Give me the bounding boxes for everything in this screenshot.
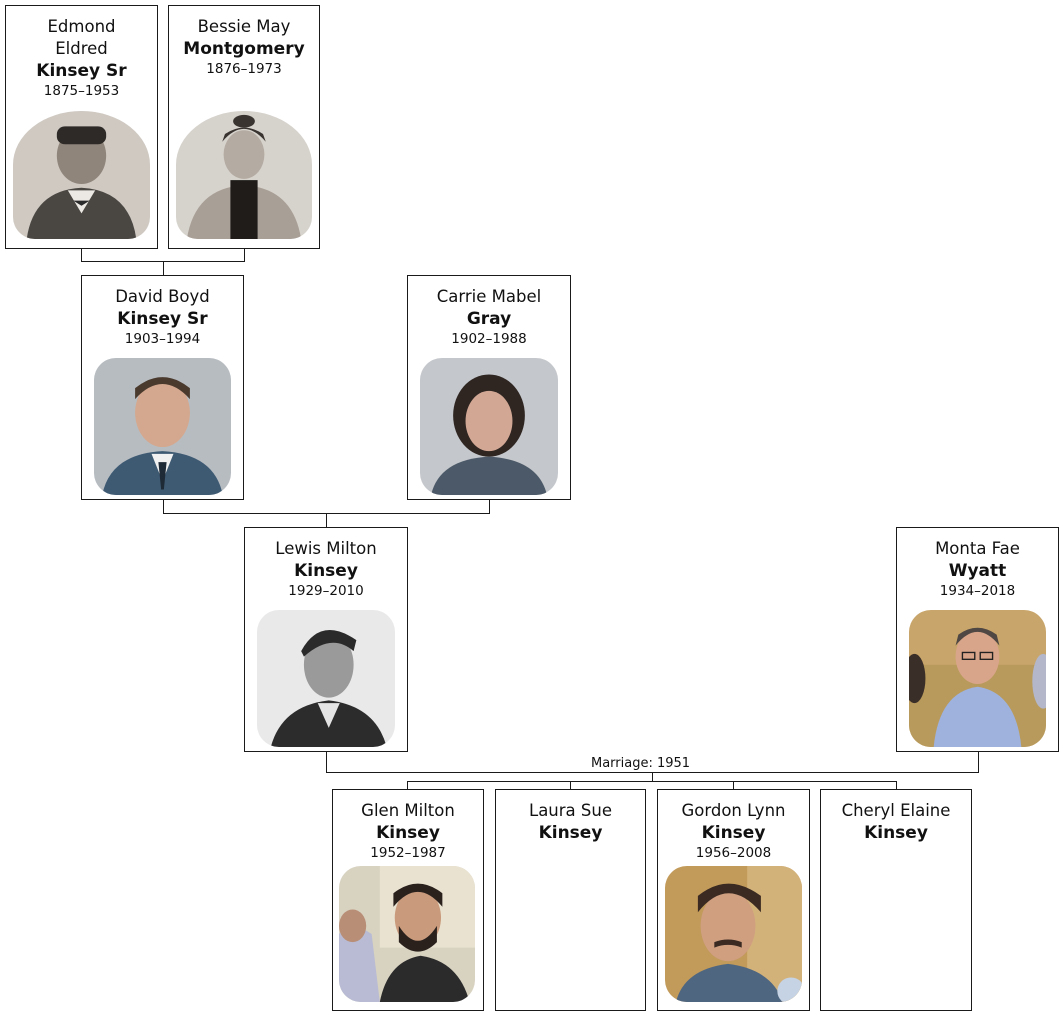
given-name: Gordon Lynn xyxy=(681,801,786,820)
surname: Montgomery xyxy=(183,39,305,59)
connector-line xyxy=(326,513,327,527)
portrait-color-man-beard-icon xyxy=(339,866,475,1002)
marriage-label: Marriage: 1951 xyxy=(589,756,693,772)
person-card-glen[interactable]: Glen Milton Kinsey 1952–1987 xyxy=(332,789,484,1011)
connector-line xyxy=(81,248,82,262)
surname: Gray xyxy=(466,309,512,329)
surname: Wyatt xyxy=(948,561,1007,581)
connector-line xyxy=(244,248,245,262)
connector-line xyxy=(733,781,734,790)
portrait-sepia-man-icon xyxy=(13,111,150,239)
life-years: 1875–1953 xyxy=(43,83,120,99)
person-card-edmond[interactable]: Edmond Eldred Kinsey Sr 1875–1953 xyxy=(5,5,158,249)
surname: Kinsey xyxy=(701,823,766,843)
person-card-lewis[interactable]: Lewis Milton Kinsey 1929–2010 xyxy=(244,527,408,752)
portrait-sepia-woman-icon xyxy=(176,111,312,239)
surname: Kinsey xyxy=(538,823,603,843)
portrait-color-man-icon xyxy=(94,358,231,495)
person-card-carrie[interactable]: Carrie Mabel Gray 1902–1988 xyxy=(407,275,571,500)
surname: Kinsey xyxy=(864,823,928,843)
connector-line xyxy=(407,781,408,790)
connector-line xyxy=(163,261,164,276)
given-name: Lewis Milton xyxy=(275,539,377,558)
life-years: 1876–1973 xyxy=(206,61,282,77)
life-years: 1934–2018 xyxy=(939,583,1016,599)
connector-line xyxy=(326,752,327,773)
portrait-bw-man-icon xyxy=(257,610,395,747)
connector-line xyxy=(652,772,653,782)
connector-line xyxy=(570,781,571,790)
person-card-bessie[interactable]: Bessie May Montgomery 1876–1973 xyxy=(168,5,320,249)
portrait-color-woman-glasses-icon xyxy=(909,610,1046,747)
given-name: Carrie Mabel xyxy=(436,287,542,306)
given-name: Glen Milton xyxy=(361,801,455,820)
surname: Kinsey xyxy=(376,823,440,843)
life-years: 1952–1987 xyxy=(370,845,446,861)
given-name: Bessie May xyxy=(197,17,291,36)
person-card-monta[interactable]: Monta Fae Wyatt 1934–2018 xyxy=(896,527,1059,752)
given-name: Cheryl Elaine xyxy=(841,801,951,820)
connector-line xyxy=(489,500,490,514)
surname: Kinsey Sr xyxy=(36,61,127,81)
given-name: Monta Fae xyxy=(935,539,1020,558)
surname: Kinsey xyxy=(294,561,358,581)
person-card-laura[interactable]: Laura Sue Kinsey xyxy=(495,789,646,1011)
given-name: David Boyd xyxy=(115,287,210,306)
person-card-david[interactable]: David Boyd Kinsey Sr 1903–1994 xyxy=(81,275,244,500)
connector-line xyxy=(163,500,164,514)
connector-line xyxy=(407,781,897,782)
given-name: Edmond Eldred xyxy=(47,17,116,58)
life-years: 1956–2008 xyxy=(695,845,772,861)
portrait-color-woman-icon xyxy=(420,358,558,495)
life-years: 1902–1988 xyxy=(451,331,527,347)
connector-line xyxy=(896,781,897,790)
portrait-color-man-mustache-icon xyxy=(665,866,802,1002)
life-years: 1929–2010 xyxy=(288,583,364,599)
life-years: 1903–1994 xyxy=(124,331,201,347)
surname: Kinsey Sr xyxy=(117,309,208,329)
given-name: Laura Sue xyxy=(529,801,612,820)
person-card-gordon[interactable]: Gordon Lynn Kinsey 1956–2008 xyxy=(657,789,810,1011)
person-card-cheryl[interactable]: Cheryl Elaine Kinsey xyxy=(820,789,972,1011)
connector-line xyxy=(978,752,979,773)
